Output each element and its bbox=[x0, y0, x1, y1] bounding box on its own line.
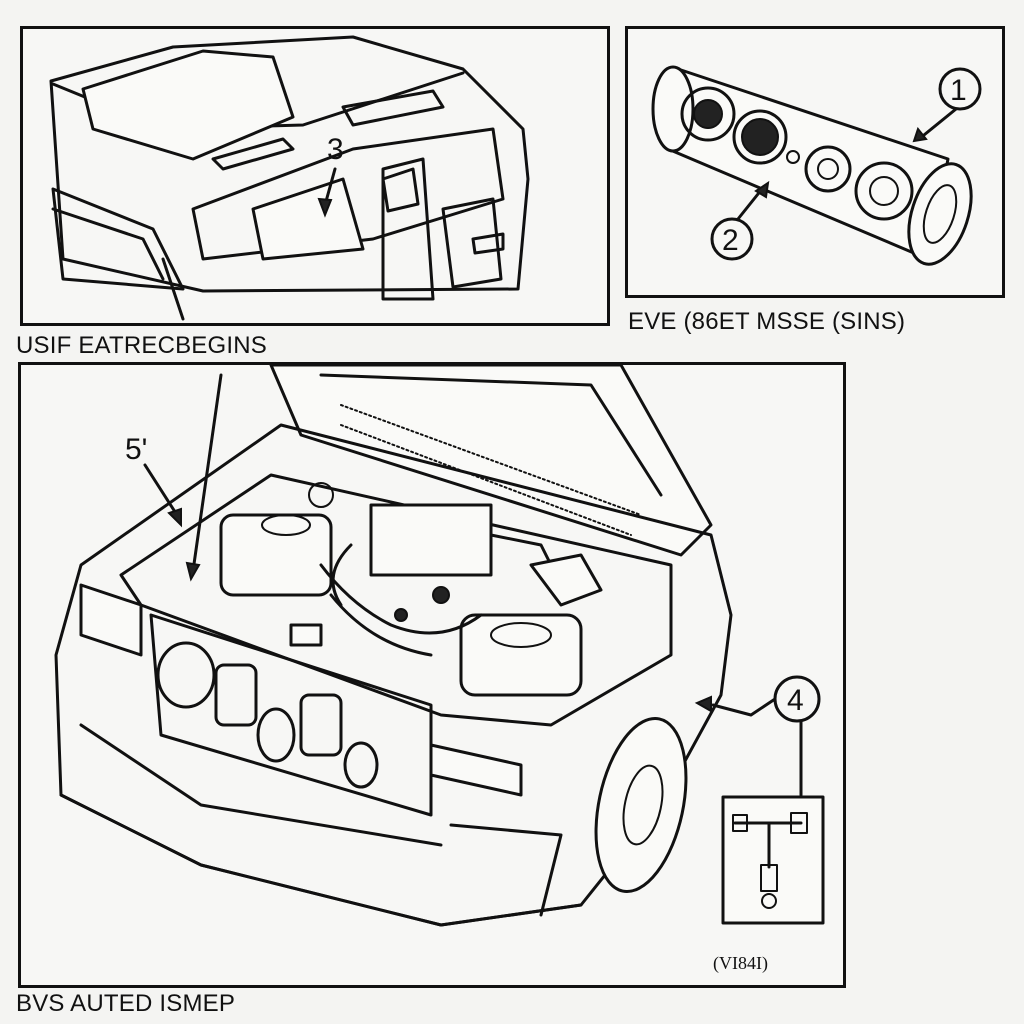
rear-view-panel: 3 bbox=[20, 26, 610, 326]
light-housing-panel: 1 2 bbox=[625, 26, 1005, 298]
light-housing-caption: EVE (86ET MSSE (SINS) bbox=[628, 308, 906, 335]
light-housing-illustration bbox=[651, 65, 973, 266]
engine-bay-panel: 5' 4 (VI84I) bbox=[18, 362, 846, 988]
engine-bay-illustration bbox=[54, 365, 733, 927]
engine-bay-caption: BVS AUTED ISMEP bbox=[16, 990, 236, 1017]
rear-view-illustration bbox=[49, 35, 530, 321]
rear-view-caption: USIF EATRECBEGINS bbox=[16, 332, 267, 359]
diagram-code-label: (VI84I) bbox=[713, 953, 768, 973]
